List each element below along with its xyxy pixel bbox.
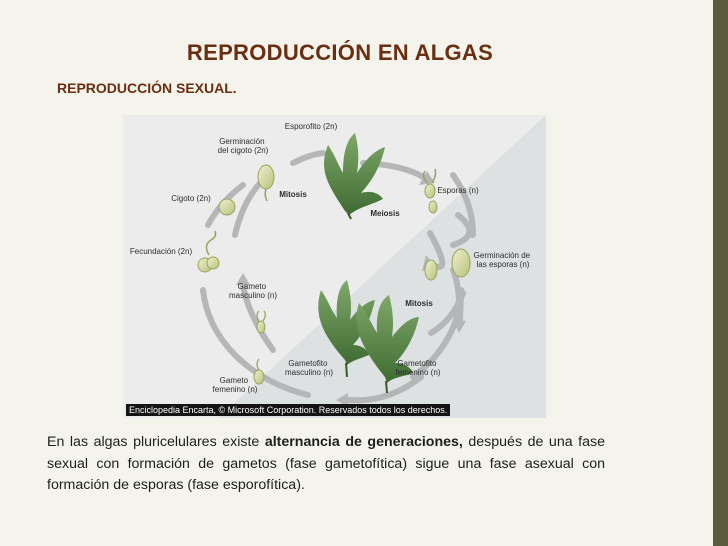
paragraph-text-start: En las algas pluricelulares existe — [47, 434, 265, 450]
label-spores: Esporas (n) — [437, 186, 479, 195]
label-fertilization: Fecundación (2n) — [130, 247, 193, 256]
zygote-germination-cell — [258, 165, 274, 189]
label-zygote-germination: Germinación del cigoto (2n) — [218, 137, 269, 155]
label-mitosis-right: Mitosis — [405, 299, 433, 308]
label-sporophyte: Esporofito (2n) — [285, 122, 338, 131]
paragraph-emphasis: alternancia de generaciones, — [265, 434, 463, 450]
label-zygote: Cigoto (2n) — [171, 194, 211, 203]
slide-title: REPRODUCCIÓN EN ALGAS — [0, 40, 680, 66]
description-paragraph: En las algas pluricelulares existe alter… — [47, 432, 605, 497]
label-mitosis-top: Mitosis — [279, 190, 307, 199]
spore-germination-cell-small — [425, 260, 437, 280]
label-spore-germination: Germinación de las esporas (n) — [474, 251, 533, 269]
slide-subtitle: REPRODUCCIÓN SEXUAL. — [57, 80, 237, 96]
copyright-notice: Enciclopedia Encarta, © Microsoft Corpor… — [126, 404, 450, 416]
zygote-cell — [219, 199, 235, 215]
label-female-gametophyte: Gametofito femenino (n) — [396, 359, 441, 377]
label-male-gametophyte: Gametofito masculino (n) — [285, 359, 333, 377]
spore-germination-cell — [452, 249, 470, 277]
label-meiosis: Meiosis — [370, 209, 400, 218]
slide-side-bar — [713, 0, 728, 546]
life-cycle-diagram: Esporofito (2n) Germinación del cigoto (… — [123, 115, 546, 418]
